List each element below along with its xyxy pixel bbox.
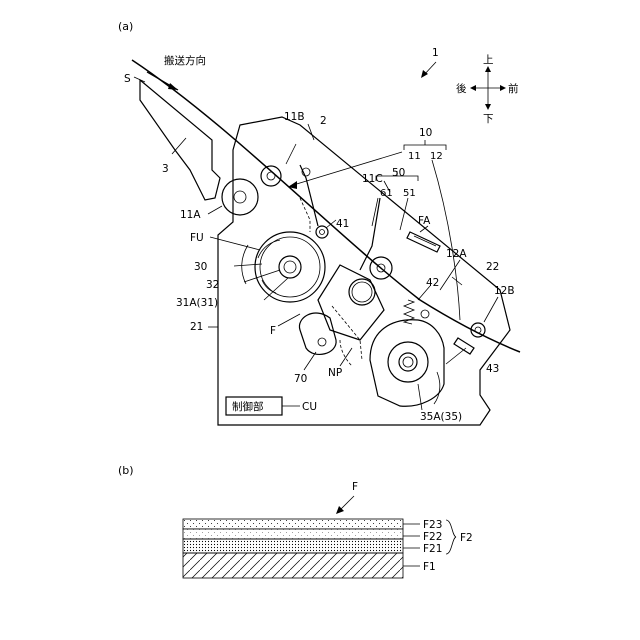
- device-number: 1: [432, 47, 439, 59]
- label-22: 22: [486, 261, 499, 273]
- fixing-roller-30: [255, 232, 325, 302]
- bracket-10: [404, 140, 446, 150]
- label-f1: F1: [423, 561, 436, 573]
- label-2: 2: [320, 115, 327, 127]
- label-21: 21: [190, 321, 203, 333]
- dashed-guide-3: [332, 306, 362, 360]
- cu-label: CU: [302, 401, 317, 413]
- label-11c: 11C: [362, 173, 383, 185]
- transport-arrow-head: [168, 83, 178, 90]
- heating-roller-35a: [370, 320, 444, 406]
- label-32: 32: [206, 279, 219, 291]
- label-12a: 12A: [446, 248, 467, 260]
- label-11a: 11A: [180, 209, 201, 221]
- dir-front: 前: [508, 82, 519, 95]
- film-layers: [183, 519, 403, 578]
- label-3: 3: [162, 163, 169, 175]
- roller-11a: [222, 179, 258, 215]
- label-f2: F2: [460, 532, 473, 544]
- label-f: F: [270, 325, 276, 337]
- label-fu: FU: [190, 232, 204, 244]
- label-42: 42: [426, 277, 439, 289]
- film-label: F: [352, 481, 358, 493]
- label-43: 43: [486, 363, 499, 375]
- label-41: 41: [336, 218, 349, 230]
- label-70: 70: [294, 373, 307, 385]
- rotation-arrow-30: [242, 245, 248, 284]
- label-35a: 35A(35): [420, 411, 462, 423]
- label-50: 50: [392, 167, 405, 179]
- dir-down: 下: [483, 113, 494, 125]
- arrow-12-to-roller: [432, 160, 460, 320]
- label-30: 30: [194, 261, 207, 273]
- dashed-guide-2: [340, 340, 352, 366]
- dir-back: 後: [456, 82, 467, 95]
- layer-f23: [183, 519, 403, 529]
- rotation-arrow-35: [434, 372, 440, 404]
- fa-plate-inner: [414, 236, 436, 246]
- label-11b: 11B: [284, 111, 305, 123]
- panel-b-label: (b): [118, 464, 134, 477]
- control-unit-label: 制御部: [232, 400, 264, 413]
- pin-12a-area: [421, 310, 429, 318]
- direction-cross: [470, 66, 506, 110]
- label-11: 11: [408, 151, 421, 162]
- label-10: 10: [419, 127, 432, 139]
- label-12: 12: [430, 151, 443, 162]
- label-51: 51: [403, 188, 416, 199]
- arrow-11-to-roller: [290, 152, 402, 186]
- guide-member-3: [140, 80, 220, 200]
- actuator-70: [299, 313, 336, 354]
- panel-a-label: (a): [118, 20, 133, 33]
- layer-f22-dots: [183, 529, 403, 539]
- label-sheet-s: S: [124, 73, 131, 85]
- label-f21: F21: [423, 543, 442, 555]
- layer-f1: [183, 553, 403, 578]
- member-43: [454, 338, 474, 354]
- label-f22: F22: [423, 531, 442, 543]
- dir-up: 上: [483, 54, 494, 66]
- roller-11b: [261, 166, 281, 186]
- label-61: 61: [380, 188, 393, 199]
- label-12b: 12B: [494, 285, 515, 297]
- fa-plate: [407, 232, 440, 252]
- label-np: NP: [328, 367, 342, 379]
- dashed-guide-1: [300, 198, 310, 232]
- label-fa: FA: [418, 215, 431, 227]
- label-31a: 31A(31): [176, 297, 218, 309]
- label-f23: F23: [423, 519, 442, 531]
- label-transport-direction: 搬送方向: [164, 54, 206, 67]
- layer-f21: [183, 539, 403, 553]
